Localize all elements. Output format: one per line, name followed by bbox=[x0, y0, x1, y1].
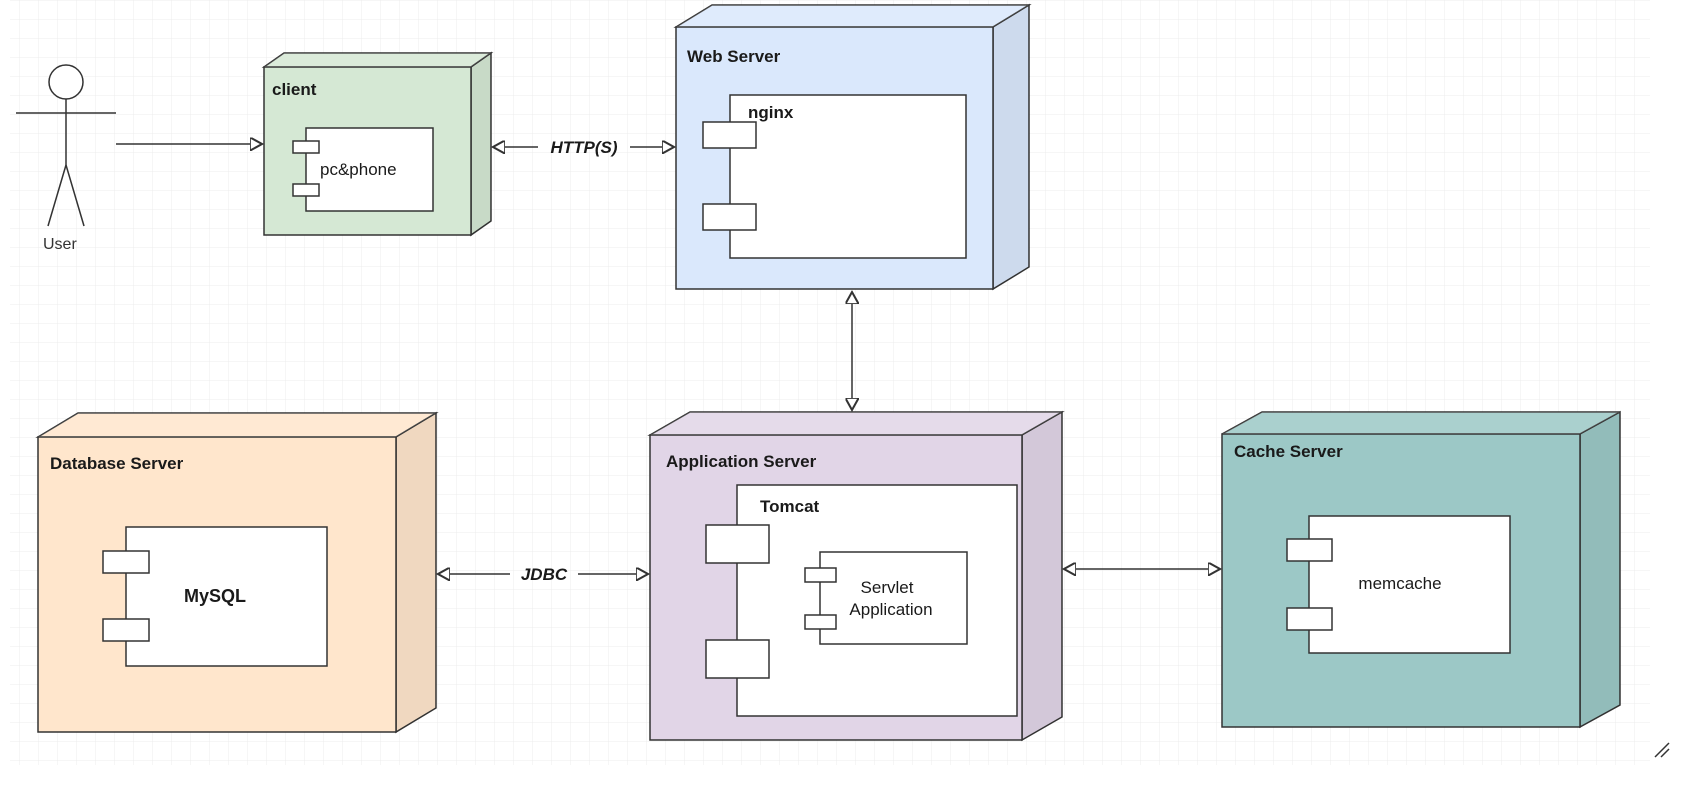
component-port-icon bbox=[1286, 538, 1333, 562]
web-server-node[interactable]: Web Server nginx bbox=[673, 3, 1032, 291]
component-mysql[interactable]: MySQL bbox=[102, 526, 328, 667]
application-server-node[interactable]: Application Server Tomcat Servlet Applic… bbox=[647, 410, 1065, 742]
edge-label-https: HTTP(S) bbox=[550, 138, 617, 157]
component-port-icon bbox=[702, 121, 757, 149]
component-box bbox=[819, 551, 968, 645]
component-nginx[interactable]: nginx bbox=[702, 94, 967, 259]
component-port-icon bbox=[702, 203, 757, 231]
component-label-line1: Servlet bbox=[861, 578, 914, 597]
component-port-icon bbox=[102, 618, 150, 642]
component-box bbox=[1308, 515, 1511, 654]
component-box bbox=[305, 127, 434, 212]
component-port-icon bbox=[705, 524, 770, 564]
component-label: MySQL bbox=[184, 586, 246, 606]
component-label: nginx bbox=[748, 103, 794, 122]
component-tomcat[interactable]: Tomcat Servlet Application bbox=[705, 484, 1018, 717]
resize-handle-icon[interactable] bbox=[1654, 742, 1670, 758]
stick-figure-icon bbox=[16, 64, 116, 227]
component-box bbox=[125, 526, 328, 667]
component-port-icon bbox=[102, 550, 150, 574]
actor-label: User bbox=[43, 236, 77, 253]
component-memcache[interactable]: memcache bbox=[1286, 515, 1511, 654]
node-title: client bbox=[272, 80, 317, 99]
cache-server-node[interactable]: Cache Server memcache bbox=[1221, 410, 1621, 729]
component-servlet-application[interactable]: Servlet Application bbox=[804, 551, 968, 645]
node-title: Web Server bbox=[687, 47, 781, 66]
node-title: Database Server bbox=[50, 454, 184, 473]
component-port-icon bbox=[705, 639, 770, 679]
edge-label-jdbc: JDBC bbox=[521, 565, 568, 584]
component-port-icon bbox=[292, 183, 320, 197]
database-server-node[interactable]: Database Server MySQL bbox=[35, 411, 439, 734]
component-label: Tomcat bbox=[760, 497, 820, 516]
component-label-line2: Application bbox=[849, 600, 932, 619]
component-box bbox=[729, 94, 967, 259]
component-pc-phone[interactable]: pc&phone bbox=[292, 127, 434, 212]
component-label: memcache bbox=[1358, 574, 1441, 593]
component-port-icon bbox=[1286, 607, 1333, 631]
user-actor[interactable]: User bbox=[16, 64, 116, 253]
node-title: Application Server bbox=[666, 452, 817, 471]
component-port-icon bbox=[804, 567, 837, 583]
client-node[interactable]: client pc&phone bbox=[261, 51, 494, 237]
component-port-icon bbox=[292, 140, 320, 154]
node-title: Cache Server bbox=[1234, 442, 1343, 461]
component-label: pc&phone bbox=[320, 160, 397, 179]
component-port-icon bbox=[804, 614, 837, 630]
